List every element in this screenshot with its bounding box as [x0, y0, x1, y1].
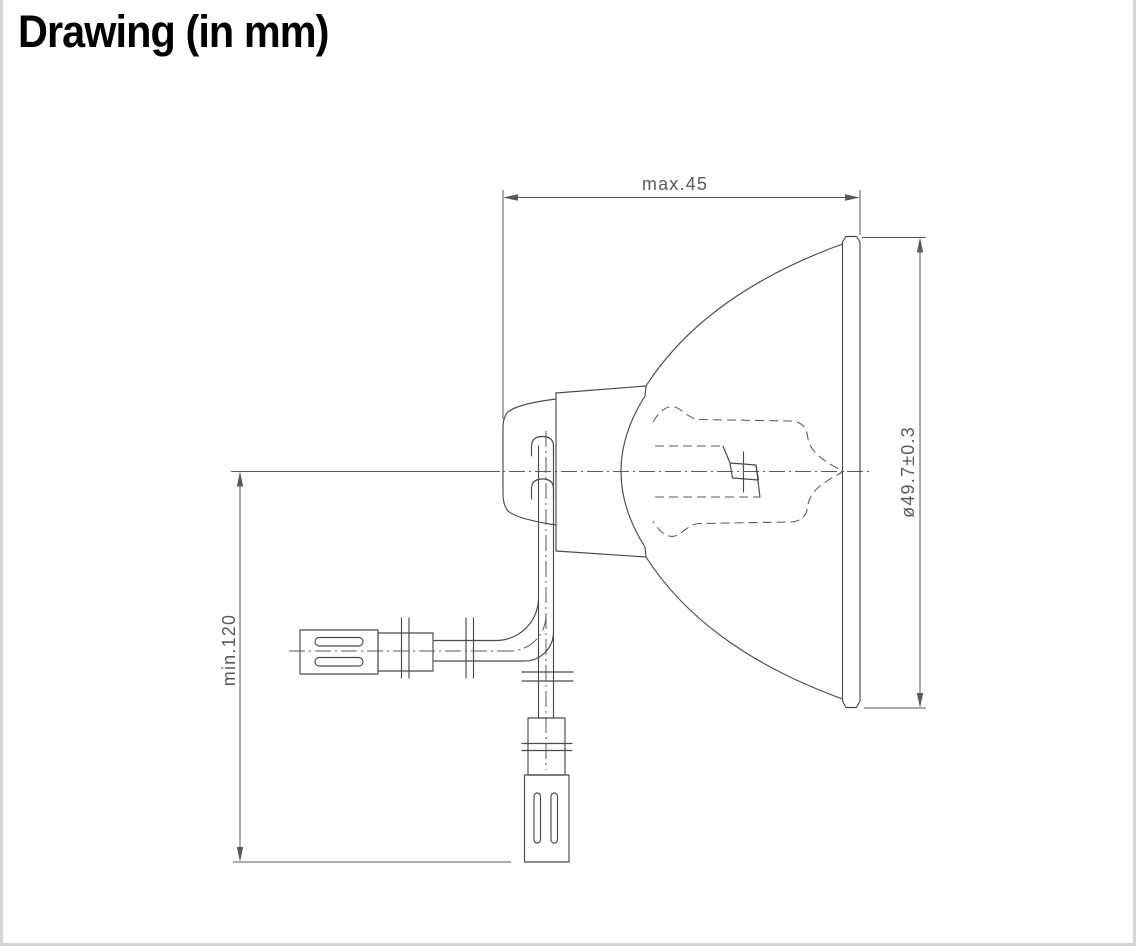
- neck-bottom-edge: [555, 550, 647, 558]
- connector-bottom-slot-right: [550, 792, 559, 844]
- cable-break-ticks-vertical-run: [521, 671, 574, 682]
- dimension-cable-length: min.120: [219, 471, 511, 863]
- connector-bottom-body: [523, 774, 570, 863]
- arrowhead-up: [236, 471, 244, 487]
- connector-left-body: [299, 629, 379, 675]
- dimension-label-diameter: ø49.7±0.3: [898, 426, 918, 518]
- filament-marker: [729, 462, 760, 481]
- page-title: Drawing (in mm): [18, 6, 329, 57]
- center-lines: [289, 431, 873, 770]
- lead-entry-arch-lower: [530, 478, 555, 500]
- dimension-max-width: max.45: [502, 174, 861, 419]
- connector-bottom-slot-left: [533, 792, 542, 844]
- connector-left-slot-top: [314, 636, 364, 647]
- dimension-label-cable-length: min.120: [219, 614, 239, 686]
- cable-bend-inner: [432, 445, 555, 662]
- reflector-back-dome: [620, 385, 647, 558]
- reflector-top-profile: [645, 243, 844, 387]
- connector-bottom: [521, 717, 573, 863]
- burner-capsule: [652, 406, 845, 537]
- cable-break-ticks-horizontal-run: [400, 617, 475, 679]
- connector-left: [299, 629, 434, 675]
- arrowhead-down: [236, 847, 244, 862]
- connector-left-sleeve: [377, 632, 434, 672]
- arrowhead-up: [916, 237, 924, 253]
- reflector-rim: [841, 235, 861, 709]
- technical-drawing: max.45 ø49.7±0.3 min.120: [219, 174, 926, 863]
- cable-assembly: [400, 445, 574, 719]
- cable-bend-centerline: [509, 614, 547, 652]
- lead-entry-arch-upper: [530, 435, 555, 457]
- dimension-diameter: ø49.7±0.3: [862, 237, 926, 709]
- neck-top-edge: [555, 385, 647, 394]
- arrowhead-down: [916, 693, 924, 708]
- arrowhead-left: [503, 194, 518, 201]
- filament-lead-top: [722, 445, 731, 464]
- arrowhead-right: [845, 194, 860, 201]
- connector-bottom-break-ticks: [521, 742, 573, 752]
- connector-left-slot-bottom: [314, 656, 364, 667]
- reflector-bottom-profile: [645, 556, 844, 700]
- cable-bend-outer: [432, 445, 540, 642]
- dimension-label-max-width: max.45: [642, 174, 708, 194]
- capsule-outline: [652, 406, 845, 537]
- base-cap-outline: [502, 398, 557, 526]
